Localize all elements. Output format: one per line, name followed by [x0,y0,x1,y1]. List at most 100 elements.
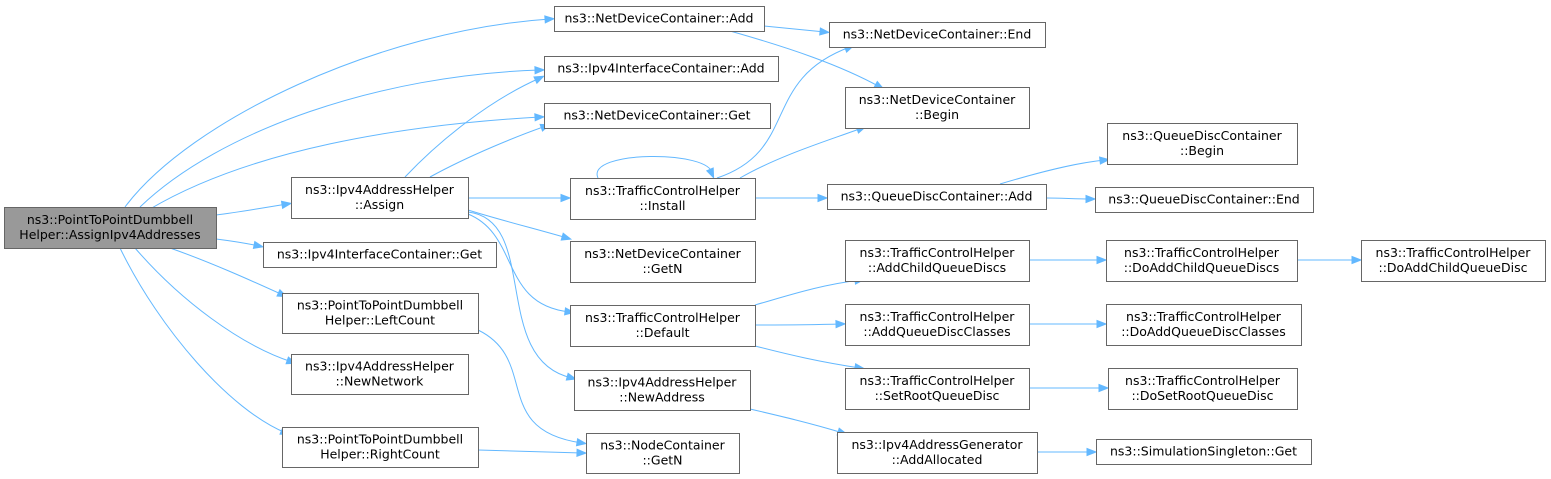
node-label: ::AddQueueDiscClasses [863,324,1010,339]
node-box [282,427,479,468]
edge-arrowhead [533,75,545,85]
edge-tch-install-to-ndc-begin [739,127,863,179]
node-tch-default[interactable]: ns3::TrafficControlHelper::Default [570,305,756,347]
node-label: ns3::Ipv4InterfaceContainer::Add [557,61,764,76]
edge-root-to-p2p-left [169,247,284,296]
edge-arrowhead [1086,447,1098,457]
node-label: ns3::PointToPointDumbbell [297,298,463,313]
edge-p2p-right-to-nc-getn [477,449,583,454]
node-box [570,241,756,283]
node-tch-doaddclasses[interactable]: ns3::TrafficControlHelper::DoAddQueueDis… [1106,304,1302,346]
node-label: ::Begin [1180,143,1224,158]
node-tch-addchild[interactable]: ns3::TrafficControlHelper::AddChildQueue… [845,240,1030,282]
node-label: ::Assign [355,197,404,212]
edge-root-to-p2p-right [119,247,287,434]
node-ndc-getn[interactable]: ns3::NetDeviceContainer::GetN [570,241,756,283]
node-label: ns3::NodeContainer [600,438,725,453]
node-box [544,103,771,129]
edge-qdc-add-to-qdc-begin [999,159,1106,185]
node-label: ::DoSetRootQueueDisc [1131,388,1273,403]
node-label: ns3::TrafficControlHelper [1124,245,1280,260]
edge-root-to-ipv4ah-newnet [134,247,293,363]
node-tch-addclasses[interactable]: ns3::TrafficControlHelper::AddQueueDiscC… [845,304,1030,346]
node-ndc-get[interactable]: ns3::NetDeviceContainer::Get [544,103,771,129]
node-label: ns3::QueueDiscContainer::Add [841,189,1033,204]
node-box [1096,439,1312,465]
edge-arrowhead [705,167,715,179]
edge-tch-default-to-tch-setroot [754,345,861,369]
edge-root-to-ipv4ic-get [215,238,260,247]
node-box [263,242,497,268]
node-root[interactable]: ns3::PointToPointDumbbellHelper::AssignI… [4,207,217,249]
node-p2p-left[interactable]: ns3::PointToPointDumbbellHelper::LeftCou… [282,293,479,334]
node-label: ns3::NetDeviceContainer::Get [563,108,750,123]
node-label: ns3::TrafficControlHelper [860,245,1016,260]
node-ipv4ah-newnet[interactable]: ns3::Ipv4AddressHelper::NewNetwork [291,354,469,395]
edge-ndc-add-to-ndc-end [763,25,826,33]
edge-arrowhead [534,65,546,75]
node-label: ns3::NetDeviceContainer [584,246,741,261]
node-ipv4ah-newaddr[interactable]: ns3::Ipv4AddressHelper::NewAddress [574,370,751,411]
node-qdc-add[interactable]: ns3::QueueDiscContainer::Add [827,184,1047,210]
nodes-layer: ns3::PointToPointDumbbellHelper::AssignI… [4,6,1546,474]
edge-ipv4ah-assign-to-ipv4ic-add [404,77,541,178]
node-box [1095,187,1314,213]
node-box [845,87,1030,129]
node-ndc-add[interactable]: ns3::NetDeviceContainer::Add [554,6,765,32]
node-label: Helper::LeftCount [325,313,435,328]
edges-layer [119,15,1363,458]
node-label: ::GetN [642,453,682,468]
node-label: ns3::SimulationSingleton::Get [1110,444,1297,459]
node-label: ::SetRootQueueDisc [875,388,1000,403]
node-qdc-end[interactable]: ns3::QueueDiscContainer::End [1095,187,1314,213]
edge-root-to-ipv4ic-add [139,69,541,208]
edge-arrowhead [544,15,556,24]
node-box [554,6,765,32]
edge-root-to-ndc-get [149,116,541,210]
node-label: ::NewAddress [619,390,704,405]
edge-arrowhead [817,193,829,203]
node-label: ::NewNetwork [336,374,425,389]
node-label: ::GetN [642,261,682,276]
edge-arrowhead [280,200,293,210]
edge-tch-install-to-ndc-end [716,46,851,179]
node-label: ns3::Ipv4AddressGenerator [851,437,1023,452]
node-ipv4ic-get[interactable]: ns3::Ipv4InterfaceContainer::Get [263,242,497,268]
node-ss-get[interactable]: ns3::SimulationSingleton::Get [1096,439,1312,465]
node-tch-doaddchildqds[interactable]: ns3::TrafficControlHelper::DoAddChildQue… [1106,240,1298,282]
node-box [570,305,756,347]
node-box [291,177,469,219]
node-ndc-begin[interactable]: ns3::NetDeviceContainer::Begin [845,87,1030,129]
node-ipv4ah-assign[interactable]: ns3::Ipv4AddressHelper::Assign [291,177,469,219]
node-box [1106,304,1302,346]
edge-ipv4ah-assign-to-ipv4ah-newaddr [467,211,573,379]
node-tch-dosetroot[interactable]: ns3::TrafficControlHelper::DoSetRootQueu… [1108,368,1298,410]
node-tch-doaddchildqd[interactable]: ns3::TrafficControlHelper::DoAddChildQue… [1361,240,1546,282]
edge-arrowhead [1098,383,1110,393]
node-label: ns3::NetDeviceContainer [859,92,1016,107]
node-label: ns3::TrafficControlHelper [860,373,1016,388]
edge-arrowhead [565,372,578,381]
node-ipv4ic-add[interactable]: ns3::Ipv4InterfaceContainer::Add [544,56,779,82]
node-ndc-end[interactable]: ns3::NetDeviceContainer::End [829,22,1046,48]
node-tch-install[interactable]: ns3::TrafficControlHelper::Install [570,178,756,220]
edge-tch-default-to-tch-addclasses [754,323,842,326]
node-label: ns3::PointToPointDumbbell [27,212,193,227]
edge-arrowhead [252,240,265,250]
node-label: ns3::TrafficControlHelper [585,310,741,325]
node-ipv4ag-addalloc[interactable]: ns3::Ipv4AddressGenerator::AddAllocated [837,432,1038,474]
node-tch-setroot[interactable]: ns3::TrafficControlHelper::SetRootQueueD… [845,368,1030,410]
edge-arrowhead [1099,156,1111,165]
node-qdc-begin[interactable]: ns3::QueueDiscContainer::Begin [1107,123,1298,165]
node-label: ns3::TrafficControlHelper [585,183,741,198]
edge-arrowhead [1096,319,1108,329]
node-label: ns3::TrafficControlHelper [1126,309,1282,324]
node-label: ::Install [639,198,685,213]
edge-arrowhead [575,438,588,447]
node-nc-getn[interactable]: ns3::NodeContainer::GetN [586,433,740,474]
edge-ndc-add-to-ndc-begin [729,30,881,88]
node-box [845,368,1030,410]
node-p2p-right[interactable]: ns3::PointToPointDumbbellHelper::RightCo… [282,427,479,468]
node-box [574,370,751,411]
